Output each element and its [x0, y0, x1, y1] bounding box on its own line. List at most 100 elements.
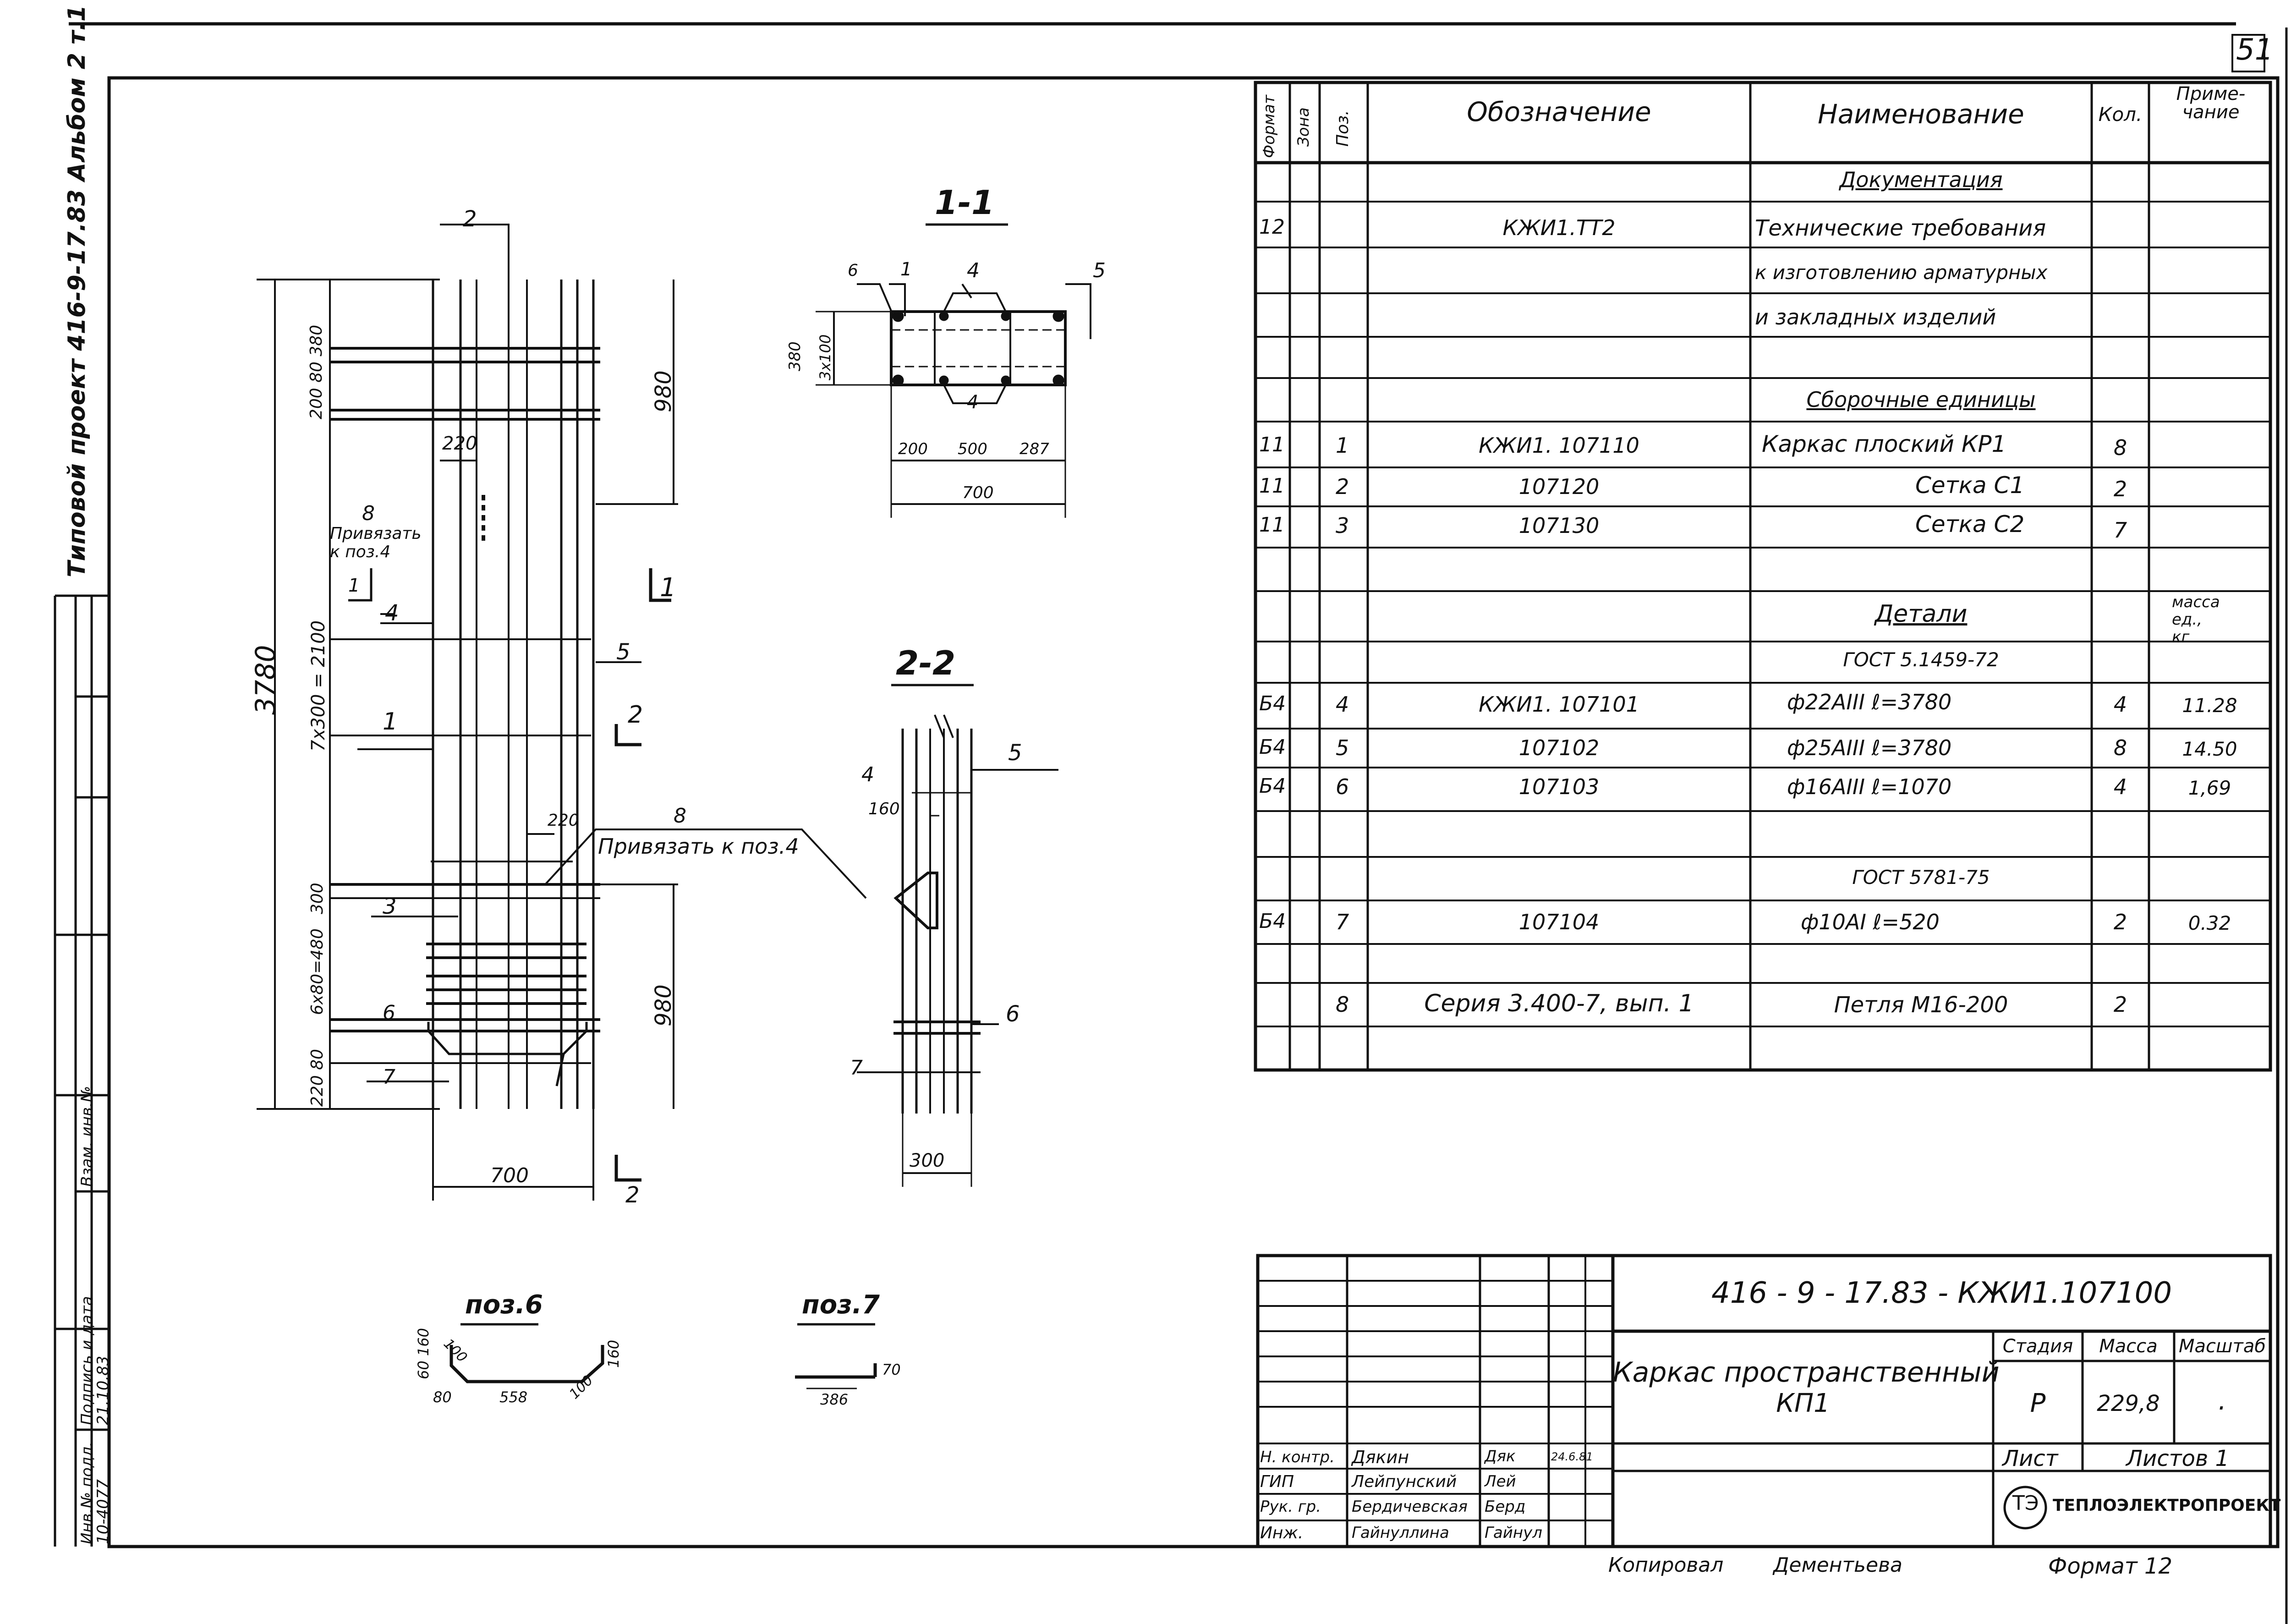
spec-row-14-fmt: Б4	[1259, 774, 1286, 798]
spec-row-16-name: ГОСТ 5781-75	[1852, 866, 1990, 889]
stamp-value-inv: 10-4077	[94, 1479, 112, 1544]
spec-row-3-name: и закладных изделий	[1755, 305, 1996, 329]
poz7-dim-70: 70	[882, 1361, 901, 1378]
elev-cut-2-upper: 2	[628, 701, 643, 729]
elev-dim-220-top: 220	[442, 433, 477, 454]
elev-mark-6: 6	[383, 1001, 395, 1025]
sec11-dim-3x100: 3x100	[817, 334, 834, 380]
spec-row-8-pos: 3	[1336, 513, 1349, 538]
spec-row-17-qty: 2	[2113, 910, 2127, 934]
signer-1-name: Лейпунский	[1352, 1472, 1457, 1491]
spec-row-6-qty: 8	[2113, 435, 2127, 460]
spec-row-14-qty: 4	[2113, 774, 2127, 799]
spec-row-12-qty: 4	[2113, 692, 2127, 717]
spec-row-6-fmt: 11	[1259, 433, 1285, 456]
signer-0-name: Дякин	[1352, 1447, 1409, 1467]
spec-row-0-name: Документация	[1839, 167, 2003, 192]
spec-row-12-pos: 4	[1336, 692, 1349, 717]
spec-row-12-code: КЖИ1. 107101	[1479, 692, 1639, 717]
poz6-dim-left: 60 160	[415, 1328, 432, 1379]
elev-dim-980-bottom: 980	[651, 984, 676, 1026]
spec-row-7-name: Сетка С1	[1915, 472, 2025, 499]
sec11-dim-700: 700	[962, 483, 994, 502]
spec-row-1-name: Технические требования	[1755, 215, 2046, 241]
drawing-title-line2: КП1	[1776, 1388, 1830, 1418]
signer-0-role: Н. контр.	[1260, 1448, 1335, 1466]
signer-2-name: Бердичевская	[1352, 1498, 1468, 1516]
org-logo-icon: ТЭ	[2012, 1492, 2039, 1515]
sec11-mark-4-bottom: 4	[967, 392, 979, 413]
elev-dim-300: 300	[308, 883, 327, 914]
spec-row-13-fmt: Б4	[1259, 735, 1286, 759]
spec-row-14-code: 107103	[1518, 774, 1600, 799]
elev-dim-6x80: 6x80=480	[308, 928, 327, 1015]
spec-row-8-code: 107130	[1518, 513, 1600, 538]
section-1-1-title: 1-1	[935, 183, 995, 222]
poz7-title: поз.7	[802, 1290, 880, 1320]
elev-dim-220-mid: 220	[548, 811, 579, 830]
sec11-dim-287: 287	[1019, 440, 1049, 458]
poz6-dim-80: 80	[433, 1388, 452, 1406]
spec-row-10-note: масса ед., кг	[2172, 593, 2220, 646]
stamp-label-replace: Взам. инв.№	[78, 1086, 96, 1187]
sec22-mark-4: 4	[861, 763, 874, 786]
spec-row-13-pos: 5	[1336, 735, 1349, 760]
stage-label: Стадия	[2002, 1336, 2073, 1357]
spec-row-13-code: 107102	[1518, 735, 1600, 760]
signer-3-sign: Гайнул	[1485, 1524, 1542, 1542]
signer-1-role: ГИП	[1260, 1472, 1294, 1491]
spec-row-12-fmt: Б4	[1259, 692, 1286, 715]
spec-row-12-note: 11.28	[2182, 694, 2237, 717]
spec-row-13-name: ф25АIII ℓ=3780	[1787, 735, 1952, 760]
org-name: ТЕПЛОЭЛЕКТРОПРОЕКТ	[2053, 1496, 2281, 1515]
signer-3-name: Гайнуллина	[1352, 1524, 1449, 1542]
sec11-dim-200: 200	[898, 440, 928, 458]
spec-row-17-fmt: Б4	[1259, 910, 1286, 933]
sec22-dim-160: 160	[868, 800, 900, 818]
elev-mark-2: 2	[463, 206, 477, 232]
spec-row-10-name: Детали	[1874, 600, 1968, 628]
stamp-label-inv: Инв.№ подл.	[78, 1442, 96, 1544]
sec11-dim-500: 500	[958, 440, 987, 458]
spec-row-7-qty: 2	[2113, 477, 2127, 501]
spec-header-pos: Поз.	[1333, 110, 1352, 147]
elev-mark-5: 5	[616, 639, 630, 665]
signer-0-date: 24.6.81	[1551, 1450, 1593, 1463]
spec-row-5-name: Сборочные единицы	[1806, 387, 2036, 412]
elev-cut-2-lower: 2	[625, 1182, 640, 1208]
spec-row-17-code: 107104	[1518, 910, 1600, 934]
sec11-mark-6: 6	[848, 261, 858, 280]
scale-label: Масштаб	[2178, 1336, 2266, 1357]
spec-row-6-name: Каркас плоский КР1	[1762, 431, 2006, 457]
signer-3-role: Инж.	[1260, 1524, 1304, 1542]
spec-row-8-name: Сетка С2	[1915, 511, 2025, 538]
poz6-dim-558: 558	[499, 1388, 528, 1406]
sec11-mark-1: 1	[900, 259, 912, 280]
poz6-dim-160: 160	[605, 1339, 622, 1368]
sec11-mark-5: 5	[1093, 259, 1106, 282]
spec-row-6-pos: 1	[1336, 433, 1349, 458]
poz6-title: поз.6	[465, 1290, 543, 1320]
elev-dim-3780: 3780	[250, 645, 282, 715]
spec-header-code: Обозначение	[1467, 96, 1651, 127]
stamp-label-sign: Подпись и дата	[78, 1296, 96, 1425]
elev-cut-1-right: 1	[660, 573, 676, 603]
elev-dim-700: 700	[490, 1164, 529, 1187]
spec-row-17-note: 0.32	[2188, 912, 2231, 934]
scale-value: .	[2218, 1386, 2226, 1416]
spec-header-zone: Зона	[1294, 107, 1313, 147]
spec-row-2-name: к изготовлению арматурных	[1755, 261, 2048, 284]
project-label: Типовой проект 416-9-17.83 Альбом 2 т.1	[63, 5, 91, 577]
elev-bind-note: Привязать к поз.4	[330, 524, 422, 561]
spec-row-12-name: ф22АIII ℓ=3780	[1787, 690, 1952, 714]
spec-row-14-pos: 6	[1336, 774, 1349, 799]
spec-row-1-fmt: 12	[1259, 215, 1285, 239]
spec-header-format: Формат	[1260, 95, 1278, 158]
signer-1-sign: Лей	[1485, 1472, 1516, 1491]
spec-row-19-name: Петля М16-200	[1834, 992, 2008, 1018]
signer-2-sign: Берд	[1485, 1498, 1526, 1516]
spec-header-name: Наименование	[1818, 99, 2024, 130]
elev-dim-980-top: 980	[651, 370, 676, 412]
signer-2-role: Рук. гр.	[1260, 1498, 1321, 1516]
mass-label: Масса	[2099, 1336, 2158, 1357]
